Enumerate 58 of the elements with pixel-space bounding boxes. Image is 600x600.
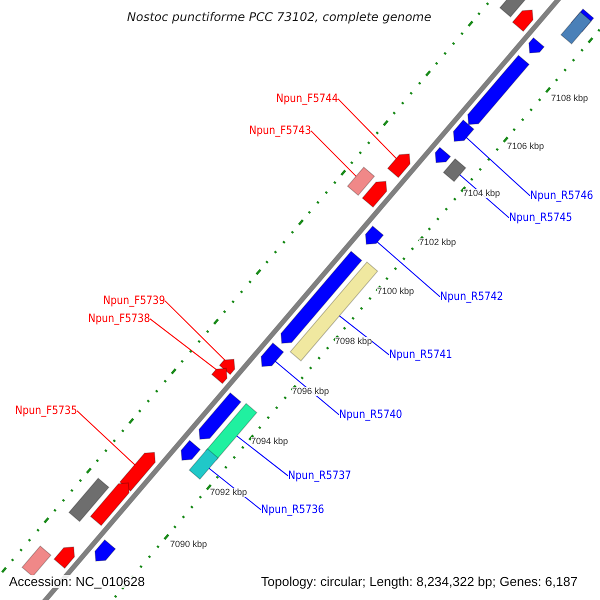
scale-label: 7100 kbp	[377, 287, 414, 296]
gene-feature	[387, 153, 411, 178]
leader-line	[236, 435, 288, 476]
gene-feature	[90, 482, 130, 526]
leader-line	[150, 318, 218, 370]
gene-label: Npun_R5745	[509, 212, 572, 224]
gene-feature	[218, 358, 236, 376]
gene-label: Npun_F5744	[276, 93, 338, 104]
gene-feature	[94, 539, 116, 562]
gene-feature	[452, 119, 475, 142]
scale-label: 7094 kbp	[251, 437, 288, 446]
gene-label: Npun_F5743	[248, 125, 311, 136]
gene-block	[188, 448, 219, 480]
gene-feature	[198, 392, 242, 440]
scale-label: 7096 kbp	[292, 387, 330, 396]
gene-feature	[53, 546, 75, 569]
footer-text: Topology: circular; Length: 8,234,322 bp; Genes: 6,187	[261, 575, 578, 588]
leader-line	[310, 130, 357, 178]
gene-feature	[362, 180, 388, 208]
gene-label: Npun_R5746	[530, 190, 594, 202]
gene-block	[442, 158, 466, 182]
scale-label: 7090 kbp	[170, 540, 208, 549]
gene-block	[499, 0, 528, 18]
gene-label: Npun_F5738	[88, 313, 150, 324]
gene-label: Npun_R5742	[440, 291, 504, 302]
leader-line	[466, 136, 530, 196]
gene-block	[21, 545, 52, 578]
gene-label: Npun_R5737	[288, 470, 352, 482]
gene-label: Npun_F5735	[14, 405, 77, 416]
leader-line	[376, 241, 440, 298]
scale-label: 7098 kbp	[335, 337, 372, 346]
gene-feature	[260, 342, 284, 368]
gene-block	[290, 261, 378, 362]
gene-block	[346, 166, 376, 196]
scale-label: 7102 kbp	[419, 238, 456, 247]
gene-label: Npun_R5740	[339, 409, 402, 420]
footer-text: Accession: NC_010628	[9, 575, 145, 588]
leader-line	[338, 315, 390, 356]
leader-line	[164, 300, 226, 361]
gene-label: Npun_R5741	[389, 349, 452, 360]
gene-feature	[512, 9, 534, 32]
gene-label: Npun_R5736	[261, 504, 324, 516]
leader-line	[76, 410, 136, 466]
scale-label: 7092 kbp	[210, 488, 248, 497]
scale-label: 7106 kbp	[507, 142, 544, 151]
gene-block	[68, 478, 110, 522]
gene-feature	[434, 146, 452, 164]
gene-feature	[365, 225, 384, 245]
leader-line	[338, 98, 398, 160]
gene-feature	[528, 37, 545, 54]
gene-feature	[467, 54, 530, 126]
scale-label: 7104 kbp	[463, 189, 500, 198]
title: Nostoc punctiforme PCC 73102, complete genome	[127, 11, 432, 23]
gene-feature	[180, 440, 201, 461]
gene-label: Npun_F5739	[102, 295, 165, 306]
gene-feature	[211, 368, 228, 384]
gene-feature	[119, 452, 156, 492]
scale-label: 7108 kbp	[551, 94, 588, 103]
